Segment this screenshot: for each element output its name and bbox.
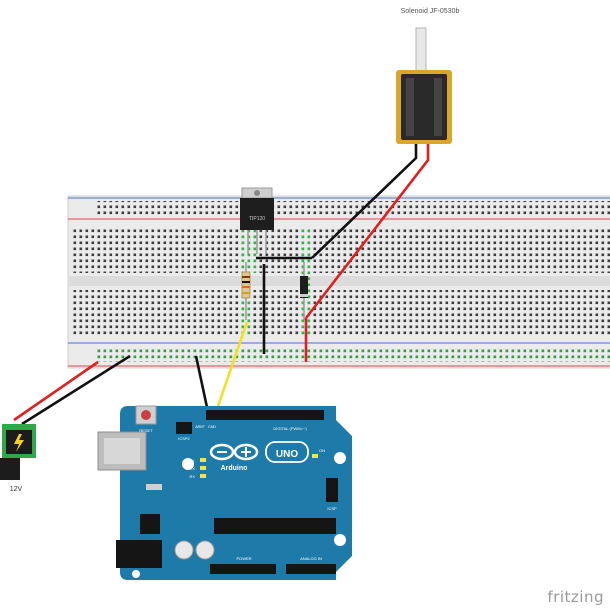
arduino-brand: Arduino — [221, 465, 248, 472]
l-label: L — [193, 458, 196, 463]
gnd-label: GND — [208, 425, 216, 429]
solenoid-plunger — [415, 27, 427, 73]
analog-header — [286, 564, 336, 574]
wire-black-solenoid — [311, 144, 418, 259]
wire-yellow-signal — [214, 321, 249, 413]
uno-badge — [265, 441, 309, 463]
solenoid-label: Solenoid JF-0530b — [400, 8, 460, 15]
mount-hole — [334, 534, 346, 546]
rx-label: RX — [189, 474, 195, 479]
icsp-header — [326, 478, 338, 502]
wire-red-solenoid — [304, 144, 430, 319]
reset-label: RESET — [139, 428, 153, 433]
wires — [13, 144, 430, 426]
power-jack — [0, 424, 36, 480]
icsp2-label: ICSP2 — [178, 436, 190, 441]
transistor-body — [240, 198, 274, 230]
aref-label: AREF — [195, 425, 204, 429]
diode — [300, 262, 308, 320]
bolt-icon — [14, 434, 24, 452]
digital-header — [206, 410, 324, 420]
power-header-label: POWER — [236, 556, 251, 561]
mount-hole — [182, 458, 194, 470]
on-label: ON — [319, 448, 325, 453]
mount-hole — [334, 452, 346, 464]
dc-jack — [116, 540, 162, 568]
wire-red-power — [13, 360, 99, 422]
atmega-chip — [214, 518, 336, 534]
arduino-board — [120, 406, 352, 580]
fritzing-watermark: fritzing — [547, 588, 604, 606]
usb-chip — [140, 514, 160, 534]
wire-black-power — [21, 354, 131, 426]
tx-label: TX — [190, 466, 195, 471]
solenoid — [396, 27, 452, 144]
uno-text: UNO — [276, 449, 298, 460]
icsp2-header — [176, 422, 192, 434]
resistor — [241, 262, 251, 320]
wire-black-gnd — [194, 355, 210, 413]
breadboard — [67, 195, 610, 369]
transistor-label: TIP120 — [249, 216, 265, 222]
digital-label: DIGITAL (PWM=~) — [273, 426, 307, 431]
center-channel — [68, 276, 610, 286]
analog-label: ANALOG IN — [300, 556, 322, 561]
icsp-label: ICSP — [327, 506, 337, 511]
column-connected-3 — [252, 228, 258, 273]
mount-hole — [132, 570, 140, 578]
power-rail-top — [96, 201, 610, 215]
arduino-logo — [209, 441, 309, 463]
terminal-strip-top — [72, 228, 610, 273]
capacitor — [174, 540, 194, 560]
power-jack-label: 12V — [9, 486, 23, 493]
terminal-strip-bottom — [72, 290, 610, 335]
capacitor — [195, 540, 215, 560]
power-rail-bottom-connected — [96, 348, 610, 362]
transistor — [240, 187, 274, 254]
arduino-uno — [97, 405, 352, 580]
power-header — [210, 564, 276, 574]
